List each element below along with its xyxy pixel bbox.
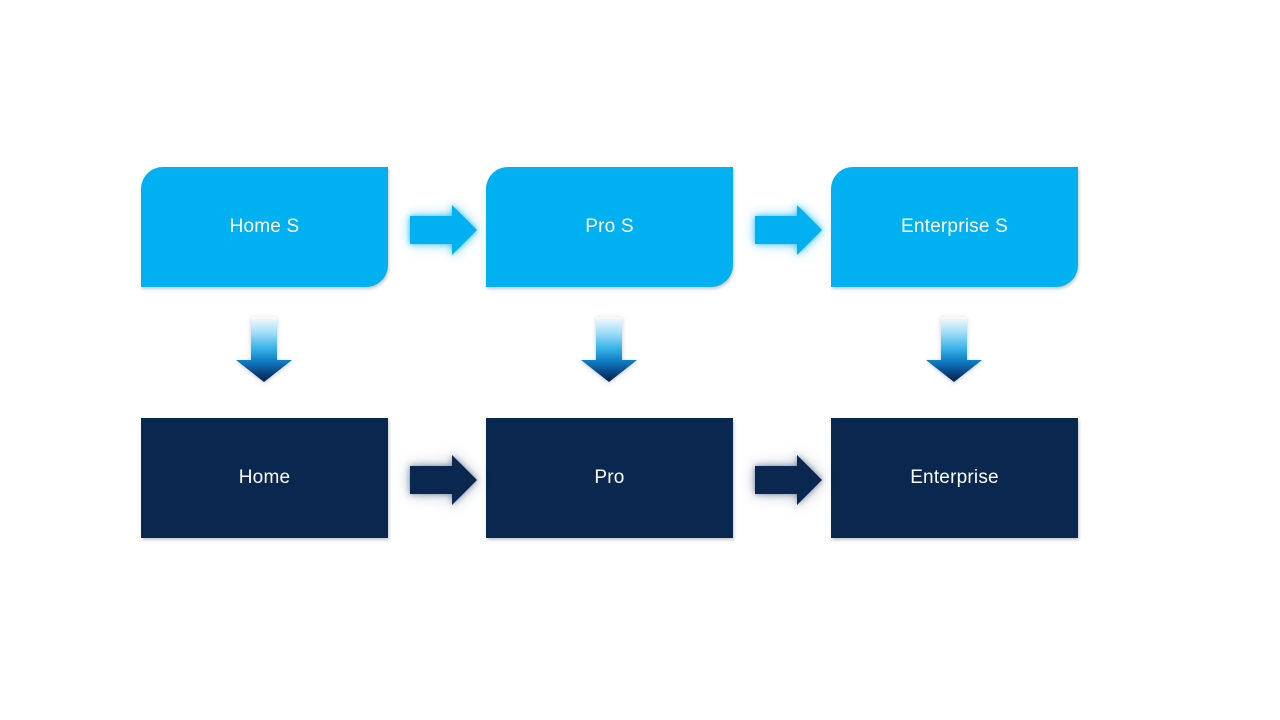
box-enterprise-s: Enterprise S <box>831 167 1078 287</box>
right-arrow-icon <box>755 455 822 505</box>
down-arrow-icon <box>926 317 982 382</box>
box-pro: Pro <box>486 418 733 538</box>
box-enterprise: Enterprise <box>831 418 1078 538</box>
box-pro-s-label: Pro S <box>585 216 634 237</box>
box-home: Home <box>141 418 388 538</box>
box-enterprise-s-label: Enterprise S <box>901 216 1008 237</box>
box-home-s: Home S <box>141 167 388 287</box>
right-arrow-icon <box>410 205 477 255</box>
down-arrow-icon <box>581 317 637 382</box>
box-pro-s: Pro S <box>486 167 733 287</box>
down-arrow-icon <box>236 317 292 382</box>
box-home-label: Home <box>238 467 291 488</box>
right-arrow-icon <box>755 205 822 255</box>
box-pro-label: Pro <box>594 467 625 488</box>
right-arrow-icon <box>410 455 477 505</box>
box-enterprise-label: Enterprise <box>910 467 999 488</box>
box-home-s-label: Home S <box>229 216 300 237</box>
